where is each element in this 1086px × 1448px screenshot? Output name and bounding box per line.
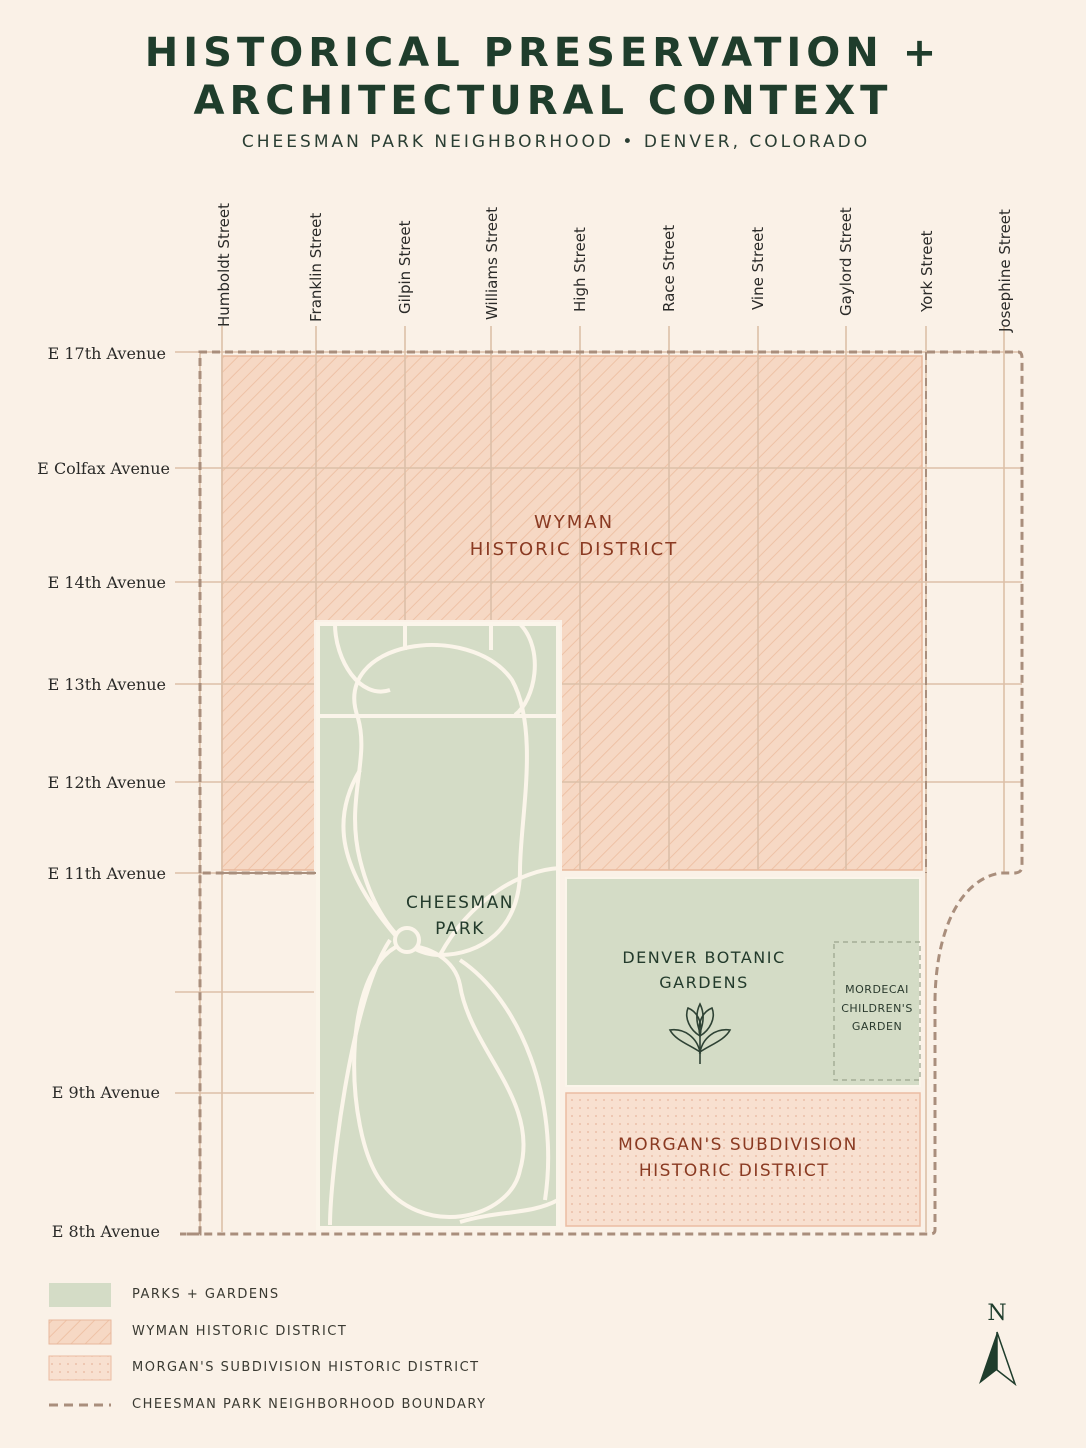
street-label-franklin: Franklin Street bbox=[307, 213, 325, 322]
avenue-label-14th: E 14th Avenue bbox=[48, 573, 166, 592]
avenue-label-13th: E 13th Avenue bbox=[48, 675, 166, 694]
street-label-vine: Vine Street bbox=[749, 227, 767, 310]
north-label: N bbox=[987, 1301, 1006, 1326]
page-title-line-1: HISTORICAL PRESERVATION + bbox=[144, 30, 942, 76]
park-label-line-2: PARK bbox=[435, 919, 485, 939]
legend-swatch-parks bbox=[49, 1283, 111, 1307]
avenue-label-17th: E 17th Avenue bbox=[48, 344, 166, 363]
legend-label-boundary: CHEESMAN PARK NEIGHBORHOOD BOUNDARY bbox=[132, 1397, 487, 1412]
street-label-york: York Street bbox=[918, 230, 936, 313]
street-label-williams: Williams Street bbox=[483, 207, 501, 320]
cheesman-park-area bbox=[314, 620, 562, 1232]
wyman-boundary-dash bbox=[222, 352, 927, 874]
legend-label-parks: PARKS + GARDENS bbox=[132, 1287, 280, 1302]
legend-label-wyman: WYMAN HISTORIC DISTRICT bbox=[132, 1324, 348, 1339]
mordecai-garden-area bbox=[833, 941, 921, 1081]
morgan-district-area bbox=[565, 1092, 921, 1227]
avenue-label-11th: E 11th Avenue bbox=[48, 864, 166, 883]
street-label-gilpin: Gilpin Street bbox=[396, 220, 414, 314]
wyman-label-line-1: WYMAN bbox=[534, 512, 614, 533]
page-subtitle: CHEESMAN PARK NEIGHBORHOOD • DENVER, COL… bbox=[241, 132, 871, 152]
morgan-label-line-1: MORGAN'S SUBDIVISION bbox=[618, 1135, 858, 1155]
mordecai-label-line-1: MORDECAI bbox=[845, 983, 909, 996]
neighborhood-boundary bbox=[180, 350, 1024, 1236]
botanic-label-line-1: DENVER BOTANIC bbox=[622, 948, 785, 967]
plant-icon bbox=[668, 1002, 732, 1064]
legend-swatch-morgan bbox=[48, 1355, 112, 1381]
avenue-label-9th: E 9th Avenue bbox=[52, 1083, 160, 1102]
avenue-label-colfax: E Colfax Avenue bbox=[37, 459, 170, 478]
morgan-label-line-2: HISTORIC DISTRICT bbox=[639, 1161, 829, 1181]
legend-label-morgan: MORGAN'S SUBDIVISION HISTORIC DISTRICT bbox=[132, 1360, 480, 1375]
mordecai-label-line-2: CHILDREN'S bbox=[841, 1002, 913, 1015]
street-label-race: Race Street bbox=[660, 225, 678, 312]
street-label-humboldt: Humboldt Street bbox=[215, 203, 233, 327]
mordecai-label-line-3: GARDEN bbox=[852, 1020, 902, 1033]
north-arrow-icon bbox=[979, 1331, 1017, 1387]
street-label-josephine: Josephine Street bbox=[996, 209, 1014, 333]
botanic-gardens-area bbox=[565, 877, 921, 1087]
legend-swatch-wyman bbox=[48, 1319, 112, 1345]
park-label-line-1: CHEESMAN bbox=[406, 893, 514, 913]
botanic-label-line-2: GARDENS bbox=[659, 973, 749, 992]
street-label-gaylord: Gaylord Street bbox=[837, 207, 855, 316]
avenue-label-8th: E 8th Avenue bbox=[52, 1222, 160, 1241]
wyman-label-line-2: HISTORIC DISTRICT bbox=[470, 539, 679, 560]
page-title-line-2: ARCHITECTURAL CONTEXT bbox=[193, 78, 893, 124]
avenue-label-12th: E 12th Avenue bbox=[48, 773, 166, 792]
street-label-high: High Street bbox=[571, 227, 589, 312]
